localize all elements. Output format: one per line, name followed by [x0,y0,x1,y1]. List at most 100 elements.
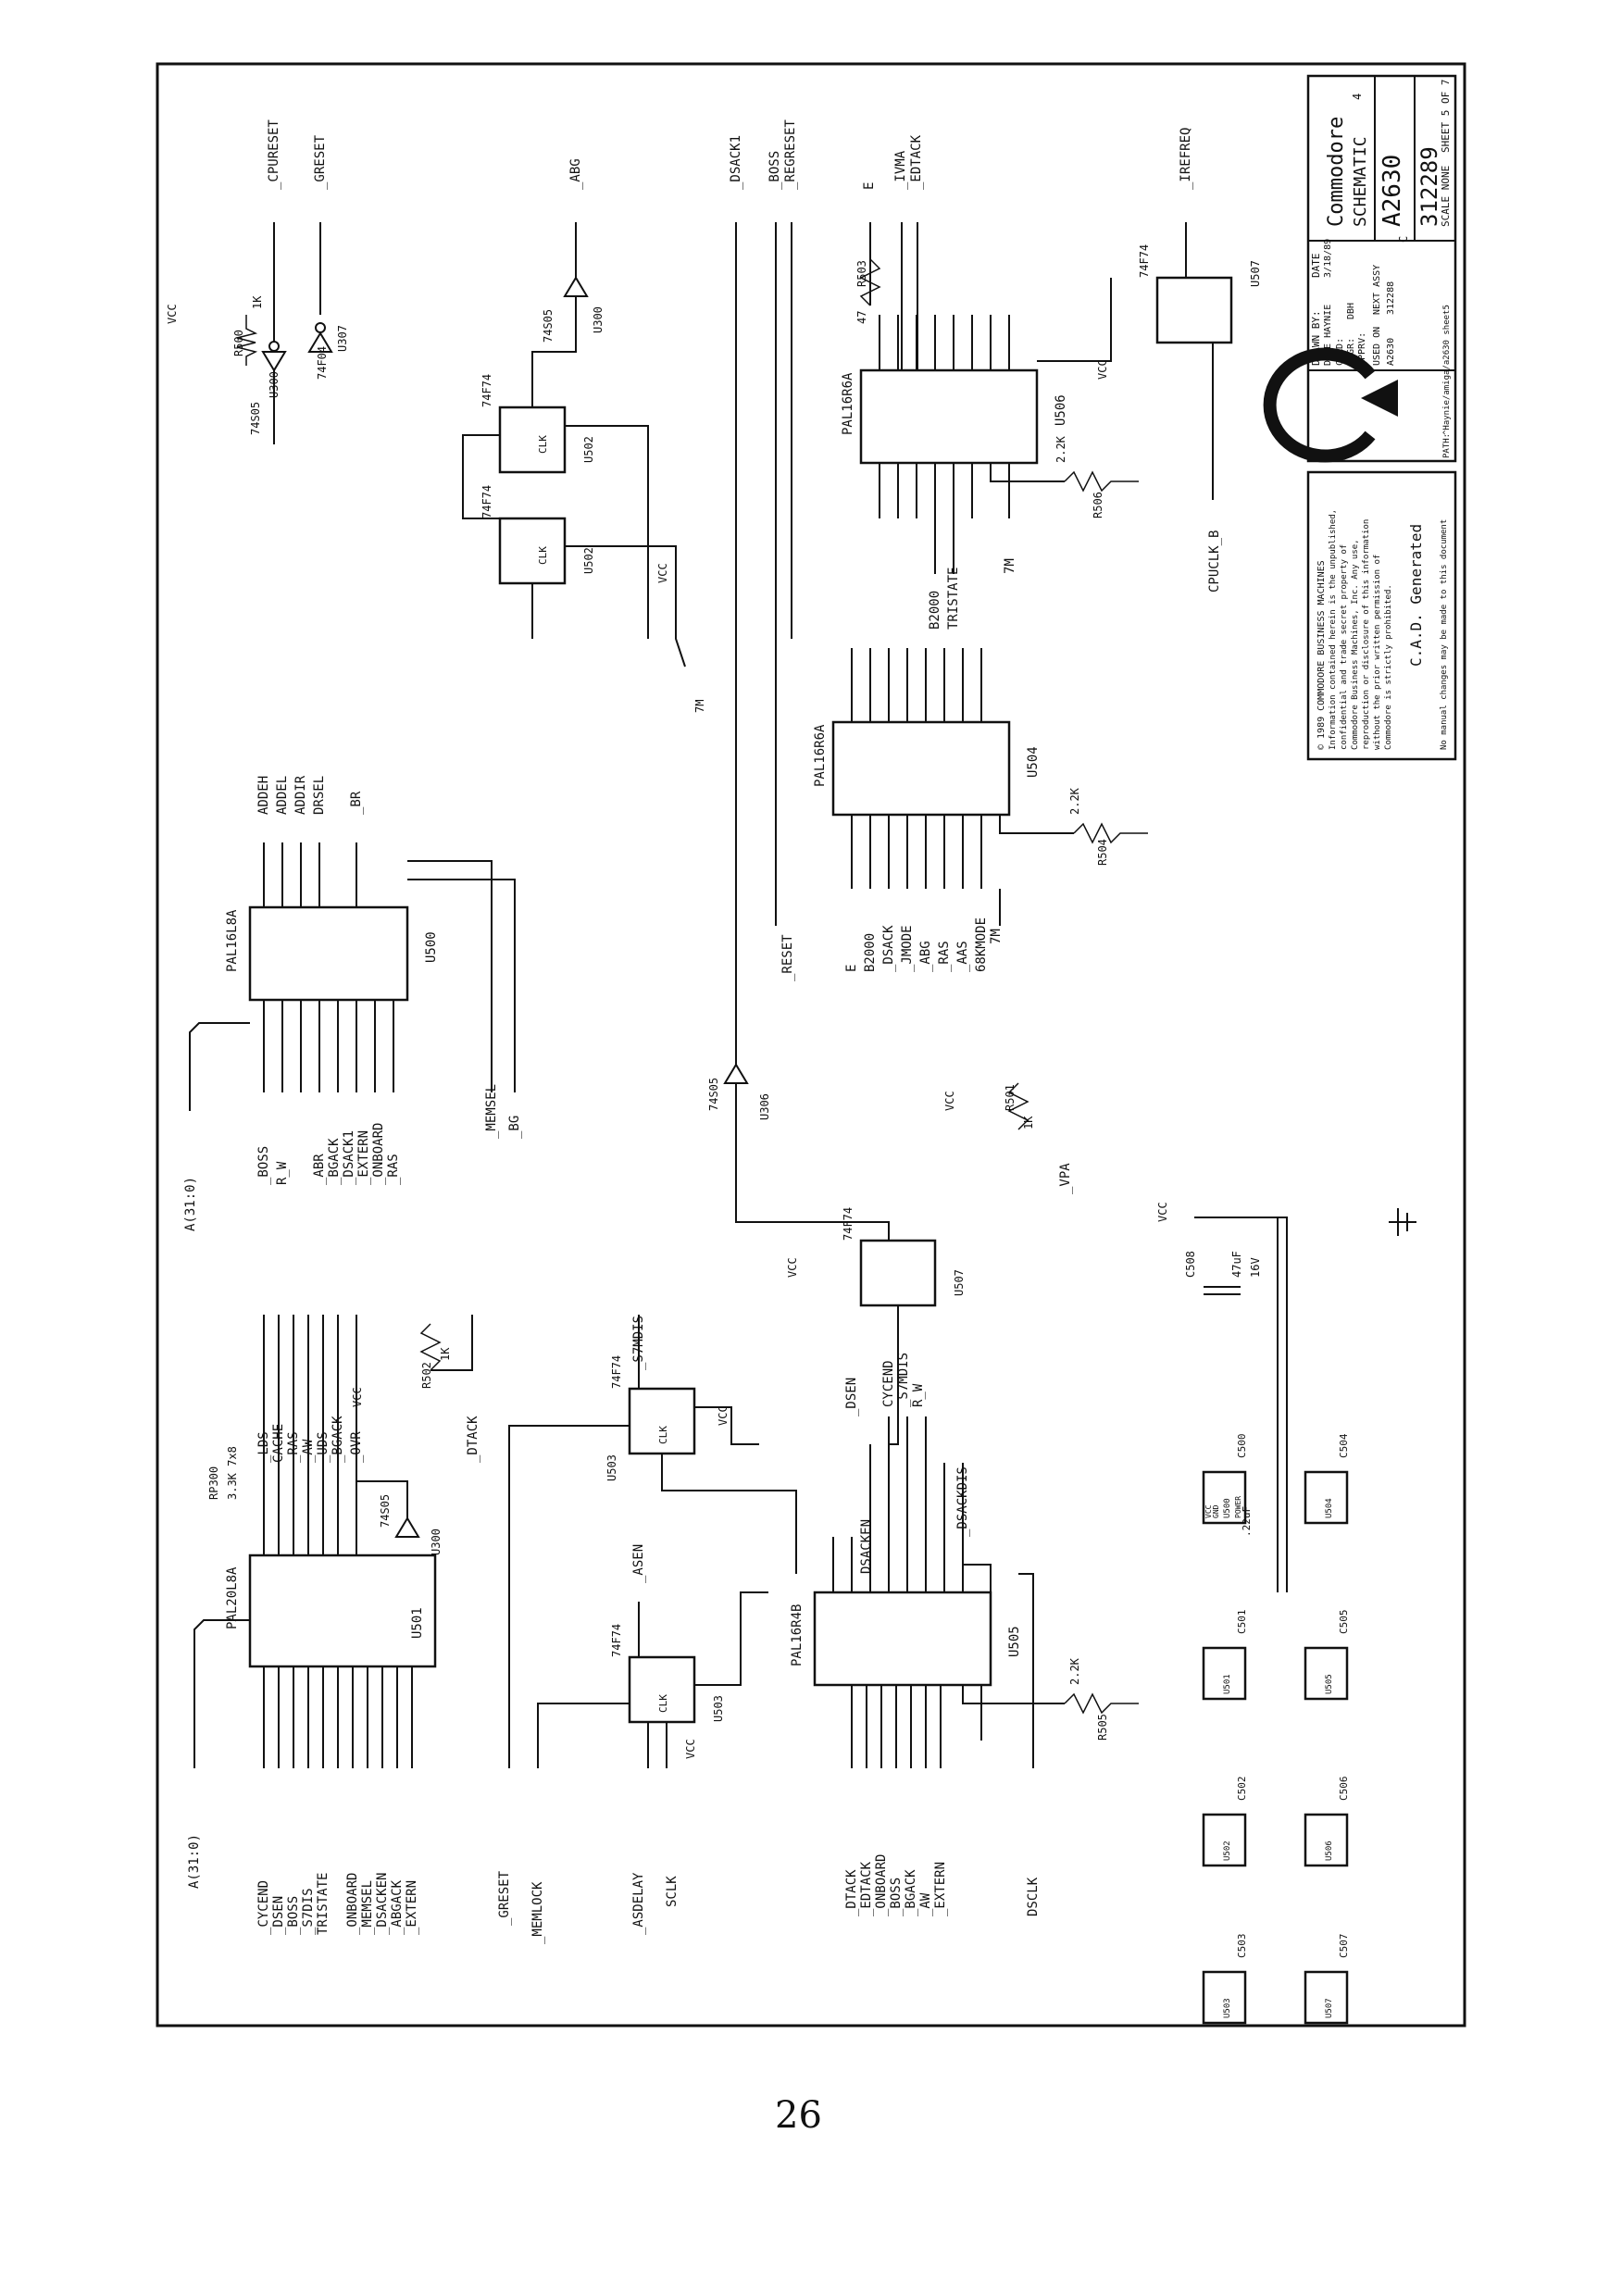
u504-in-b2000: B2000 [863,933,878,972]
u503b-clk: CLK [657,1694,669,1713]
u300-inverter-a [261,351,287,372]
vcc-label-r501: VCC [943,1091,956,1111]
out-ivma: _IVMA [893,150,908,190]
u300b-label: U300 [592,306,605,333]
u502a-part: 74F74 [480,374,493,407]
bypass-u505 [1304,1646,1349,1701]
r501-label: R501 [1004,1084,1017,1111]
u506-type: PAL16R6A [841,372,855,435]
s7mdis-label: _S7MDIS [631,1316,646,1370]
u500-in-rw: R_W [275,1161,290,1185]
copyright-block: © 1989 COMMODORE BUSINESS MACHINES Infor… [1306,470,1457,761]
u306-inverter [723,1063,749,1084]
u506-in-tristate: TRISTATE [946,568,961,630]
out-greset: _GRESET [313,134,328,190]
copyright-line-4: Commodore Business Machines, Inc. Any us… [1351,539,1360,750]
u505-out-rw: R_W [911,1383,926,1407]
r503-label: R503 [855,260,868,287]
u506-pal: U506 PAL16R6A [841,278,1139,518]
power-u502: U502 [1223,1841,1232,1861]
copyright-line-2: Information contained herein is the unpu… [1329,509,1338,750]
u307-inverter [307,331,333,353]
u500-in-onboard: _ONBOARD [371,1123,386,1185]
u504-in-abg: _ABG [918,941,933,972]
out-irefreq: _IREFREQ [1179,128,1193,190]
u506-name: U506 [1054,394,1068,426]
asen-label: _ASEN [631,1544,646,1583]
vcc-label-u506: VCC [1096,359,1109,380]
c508-label: C508 [1184,1251,1197,1278]
u503b-label: U503 [712,1695,725,1722]
u500-type: PAL16L8A [225,909,240,972]
bypass-value: .22uF [1241,1506,1253,1537]
cap-c504: C504 [1338,1433,1350,1458]
r504-value: 2.2K [1068,787,1081,815]
u501-in-extern: _EXTERN [405,1880,419,1935]
u504-box [831,720,1011,817]
page-number: 26 [775,2094,822,2137]
c508-value: 47uF [1230,1251,1243,1278]
u505-type: PAL16R4B [790,1604,805,1666]
r501-value: 1K [1022,1116,1035,1129]
r505-label: R505 [1096,1714,1109,1741]
rp300-value: 3.3K 7x8 [226,1446,239,1500]
power-label: POWER [1234,1496,1242,1518]
tb-engr: ENGR: [1346,338,1356,366]
bypass-u500 [1202,1470,1247,1525]
u505-in-edtack: _EDTACK [859,1861,874,1916]
u504-in-aas: _AAS [955,941,970,972]
copyright-line-1: © 1989 COMMODORE BUSINESS MACHINES [1316,560,1327,750]
u500-out-br: _BR [349,791,364,815]
tb-date: DATE [1310,254,1322,279]
u300-inverter-b [563,276,589,297]
power-u506: U506 [1325,1841,1334,1861]
r505-value: 2.2K [1068,1657,1081,1685]
cap-c501: C501 [1236,1610,1248,1635]
tb-board: A2630 [1379,155,1406,227]
bypass-u501 [1202,1646,1247,1701]
tb-doc-type: SCHEMATIC [1351,136,1370,227]
u500-output-labels: ADDEH ADDEL ADDIR DRSEL _BR [256,775,364,815]
u501-input-labels: _CYCEND _DSEN _BOSS _S7DIS TRISTATE _ONB… [187,1834,419,1935]
tb-date-value: 3/18/89 [1323,239,1333,278]
u501-in-dsen: _DSEN [271,1896,286,1935]
r504-label: R504 [1096,839,1109,866]
out-boss: _BOSS [767,151,782,190]
u307-label: U307 [336,325,349,352]
u501-in-cycend: _CYCEND [256,1880,271,1935]
vcc-label-r500: VCC [166,304,179,324]
r506-value: 2.2K [1054,435,1067,463]
u501-in-boss: _BOSS [286,1896,301,1935]
u300-inverter-c [394,1516,420,1538]
u506-in-b2000: B2000 [928,591,942,630]
dsacken-label: DSACKEN [859,1519,874,1574]
bypass-u503 [1202,1970,1247,2025]
u501-in-s7dis: _S7DIS [301,1888,316,1935]
tb-path: PATH: [1442,433,1452,458]
bypass-u507 [1304,1970,1349,2025]
u506-in-7m: 7M [1003,558,1017,574]
u506-box [859,368,1039,465]
power-u500: U500 [1223,1498,1232,1518]
tb-company: Commodore [1325,117,1348,227]
tb-next-assy-value: 312288 [1386,281,1396,315]
top-output-labels: _CPURESET _GRESET _ABG _DSACK1 _BOSS _RE… [267,119,1193,190]
u504-type: PAL16R6A [813,724,828,787]
cap-c507: C507 [1338,1934,1350,1959]
cap-c500: C500 [1236,1434,1248,1459]
u300b-part: 74S05 [542,309,555,343]
u501-name: U501 [410,1607,425,1639]
tb-scale: SCALE NONE [1440,166,1452,227]
u501-in-memsel: _MEMSEL [360,1880,375,1935]
u500-out-addeh: ADDEH [256,776,271,815]
r500-value: 1K [251,295,264,309]
r502-label: R502 [420,1362,433,1389]
u501-in-dsacken: _DSACKEN [375,1873,390,1935]
u505-in-onboard: _ONBOARD [874,1854,889,1916]
out-abg: _ABG [568,158,583,190]
vcc-label-bypass: VCC [1204,1504,1213,1518]
u306-part: 74S05 [707,1078,720,1111]
u502a-clk: CLK [537,435,549,454]
u502a-label: U502 [582,436,595,463]
